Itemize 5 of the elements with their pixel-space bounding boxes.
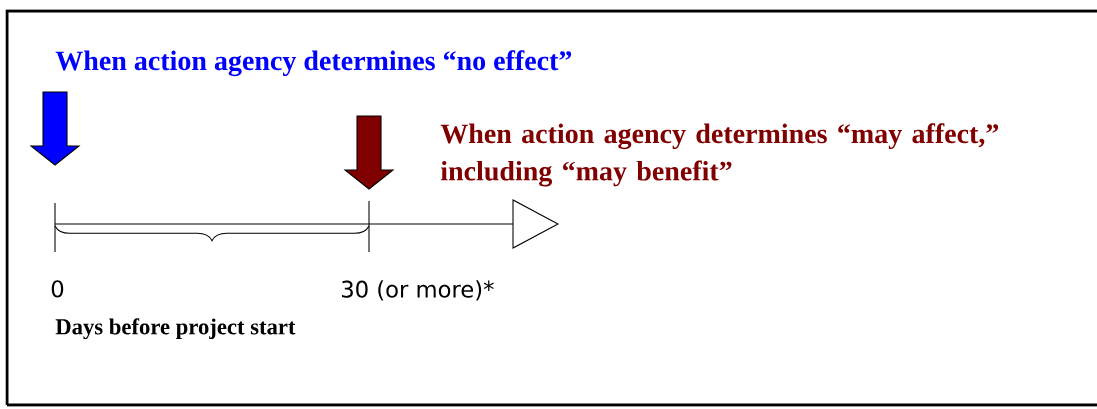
label-text: When action agency determines “may affect,” including “may benefit”: [440, 123, 999, 187]
label-text: 0: [51, 280, 64, 298]
label-text: 30 (or more)*: [342, 280, 494, 301]
label-text: When action agency determines “no effect”: [55, 50, 572, 77]
label-text: Days before project start: [55, 318, 296, 340]
